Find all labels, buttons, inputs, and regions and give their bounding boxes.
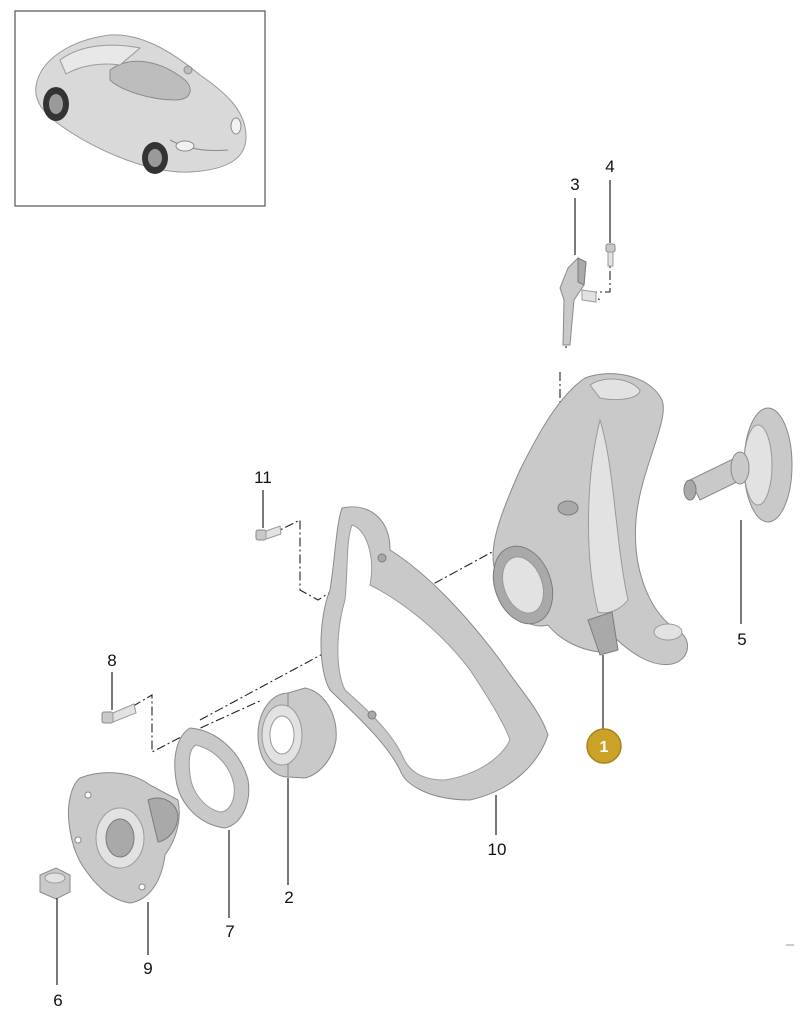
callout-3-label[interactable]: 3 <box>570 175 579 194</box>
callout-4-label[interactable]: 4 <box>605 157 614 176</box>
callout-8-label[interactable]: 8 <box>107 651 116 670</box>
callout-7-label[interactable]: 7 <box>225 922 234 941</box>
callout-10-label[interactable]: 10 <box>488 840 507 859</box>
part-cover-plate[interactable] <box>320 506 549 801</box>
part-collar-nut[interactable] <box>39 867 71 900</box>
leader-lines <box>56 180 742 985</box>
part-hub-bolt[interactable] <box>683 407 793 523</box>
callout-1-badge <box>586 728 622 764</box>
part-sensor-bolt[interactable] <box>605 243 616 267</box>
part-cover-screw[interactable] <box>255 525 282 541</box>
callout-6-label[interactable]: 6 <box>53 991 62 1010</box>
callout-1-label: 1 <box>600 739 609 756</box>
part-speed-sensor[interactable] <box>559 257 597 346</box>
part-drive-flange[interactable] <box>68 772 180 904</box>
callout-11-label[interactable]: 11 <box>254 468 272 487</box>
callout-2-label[interactable]: 2 <box>284 888 293 907</box>
part-wheel-bearing[interactable] <box>257 687 337 779</box>
part-gasket[interactable] <box>174 727 250 829</box>
vehicle-thumbnail[interactable] <box>14 10 266 207</box>
callout-5-label[interactable]: 5 <box>737 630 746 649</box>
part-hub-flange-bolt[interactable] <box>101 703 137 724</box>
car-icon <box>35 34 247 174</box>
callout-9-label[interactable]: 9 <box>143 959 152 978</box>
part-wheel-carrier[interactable] <box>483 373 688 666</box>
callout-1[interactable]: 1 <box>586 728 622 764</box>
